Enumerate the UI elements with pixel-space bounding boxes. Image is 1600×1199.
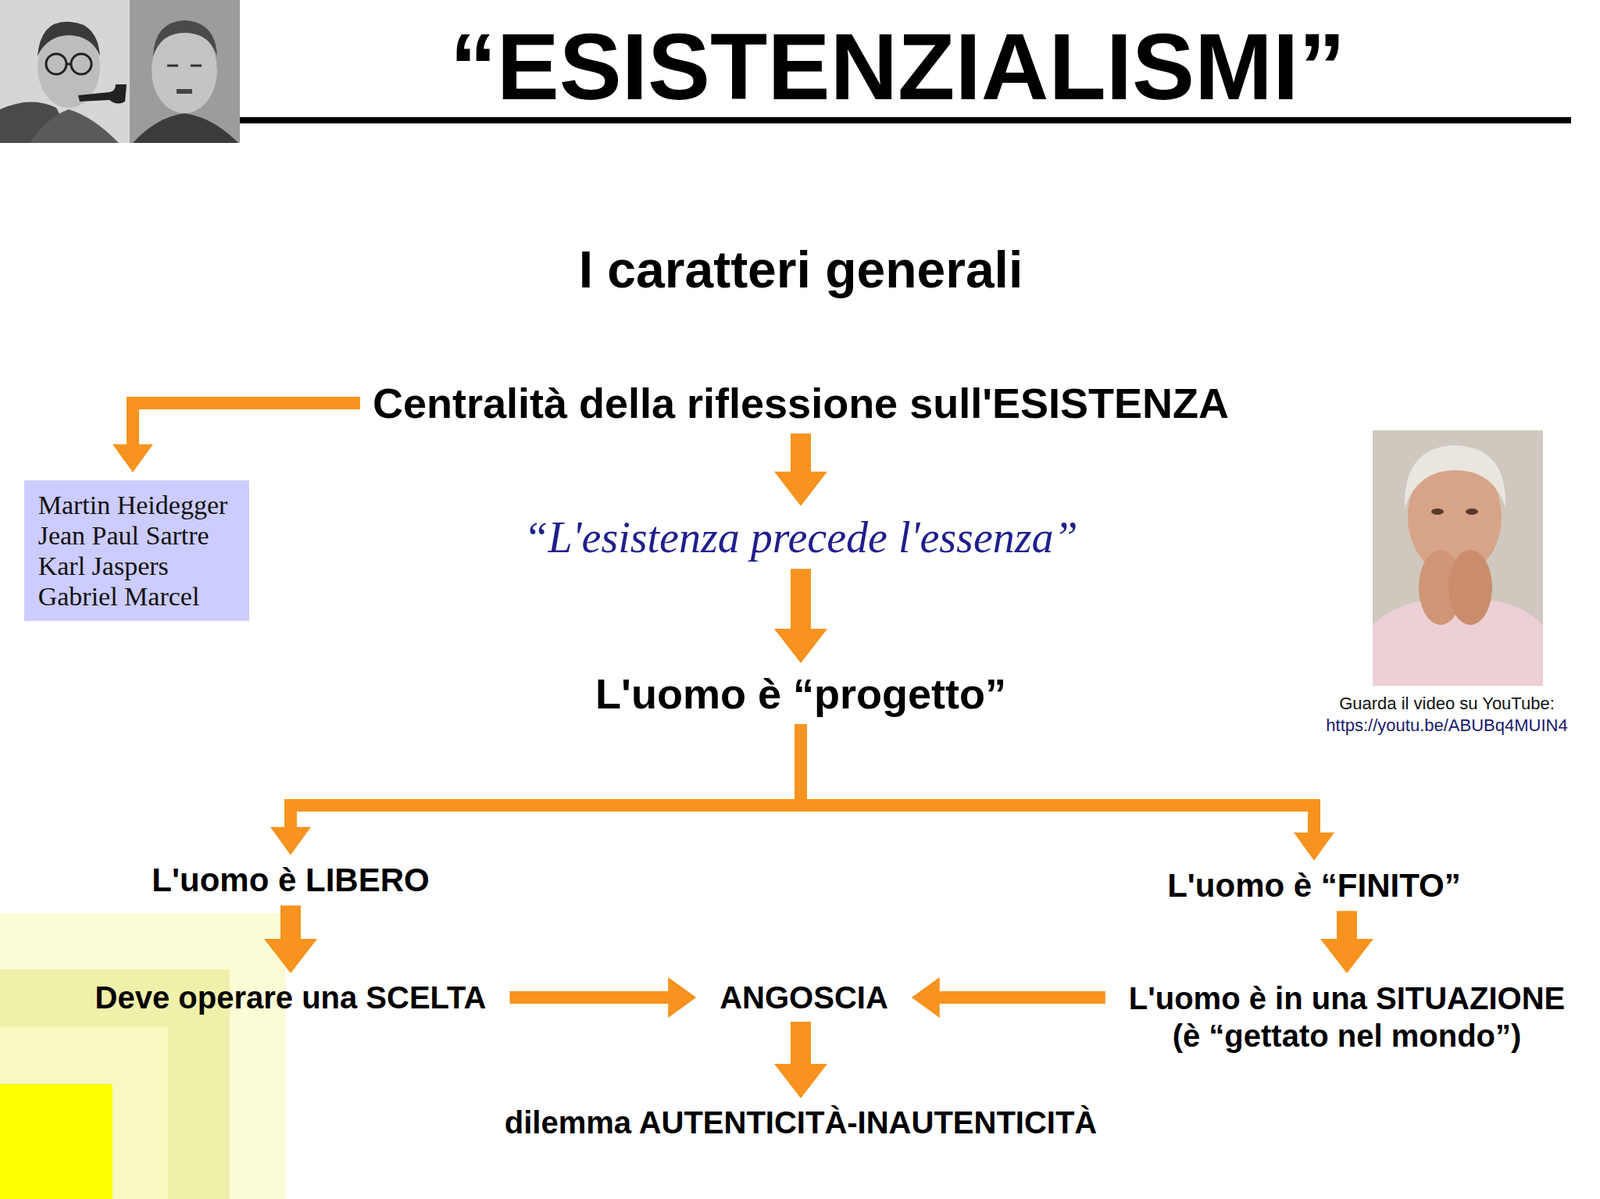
concept-text: Centralità della riflessione sull'ESISTE… [367, 377, 1234, 429]
arrow-head [112, 444, 154, 473]
flow-arrow [264, 905, 318, 974]
arrow-head [774, 628, 828, 664]
photo-eye [1431, 508, 1444, 515]
node-text: Martin Heidegger [38, 489, 229, 521]
node-text: L'uomo è LIBERO [151, 861, 429, 900]
photo-pipe [78, 84, 127, 104]
quote-text: “L'esistenza precede l'essenza” [518, 510, 1083, 565]
node-text: dilemma AUTENTICITÀ-INAUTENTICITÀ [504, 1104, 1098, 1141]
node-text: L'uomo è in una SITUAZIONE [1128, 979, 1565, 1018]
arrow-shaft [290, 724, 801, 829]
arrow-shaft [132, 403, 361, 447]
flow-arrow [1320, 910, 1374, 974]
photo-eye [1465, 508, 1479, 515]
photo-suit [132, 113, 239, 143]
arrow-shaft [1336, 910, 1358, 941]
label-holder: I caratteri generali [578, 240, 1024, 300]
node-text: Centralità della riflessione sull'ESISTE… [372, 378, 1229, 428]
photo-mustache [176, 89, 193, 94]
photo-hand [1448, 550, 1493, 625]
arrow-head [264, 939, 318, 974]
concept-text: L'uomo è in una SITUAZIONE(è “gettato ne… [1124, 978, 1570, 1057]
video-link: https://youtu.be/ABUBq4MUIN4 [1325, 715, 1568, 736]
arrow-head [1320, 939, 1374, 974]
flow-arrow [509, 977, 697, 1018]
arrow-shaft [280, 905, 301, 941]
concept-text: L'uomo è “progetto” [590, 667, 1011, 720]
photo-eye [190, 64, 202, 68]
label-holder: https://youtu.be/ABUBq4MUIN4 [1325, 715, 1568, 736]
photo-hair [153, 20, 218, 57]
node-text: Deve operare una SCELTA [95, 979, 487, 1016]
flow-arrow [774, 433, 828, 507]
corner-square [0, 1027, 168, 1199]
photo-hair [1404, 445, 1506, 508]
arrow-shaft [790, 568, 811, 631]
photo-background [129, 0, 240, 143]
photo-glasses [66, 63, 72, 66]
flow-arrow [112, 403, 361, 473]
arrow-shaft [938, 991, 1106, 1004]
corner-square [0, 1084, 113, 1199]
title-holder: “ESISTENZIALISMI” [450, 12, 1347, 121]
corner-square [0, 913, 286, 1199]
photo-background [0, 0, 130, 143]
node-text: “L'esistenza precede l'essenza” [523, 512, 1078, 563]
flow-arrow [270, 724, 801, 856]
photo-eye [167, 64, 179, 68]
page-title: “ESISTENZIALISMI” [450, 12, 1347, 121]
concept-text: L'uomo è LIBERO [146, 860, 434, 901]
photo-background [1372, 430, 1543, 686]
node-text: ANGOSCIA [719, 979, 889, 1016]
concept-text: ANGOSCIA [714, 978, 893, 1018]
arrow-head [774, 471, 828, 507]
photo-glasses [46, 53, 67, 75]
video-caption: Guarda il video su YouTube: [1339, 693, 1555, 714]
node-text: L'uomo è “progetto” [595, 669, 1007, 718]
arrow-shaft [790, 1021, 811, 1066]
arrow-head [270, 827, 311, 856]
flow-arrow [800, 724, 1335, 861]
photo-hair [37, 21, 100, 57]
arrow-head [774, 1064, 828, 1099]
node-text: L'uomo è “FINITO” [1167, 867, 1461, 905]
arrow-head [911, 977, 940, 1018]
flow-arrow [774, 568, 828, 664]
section-subtitle: I caratteri generali [578, 240, 1024, 300]
arrow-shaft [800, 724, 1315, 835]
node-text: Karl Jaspers [38, 550, 229, 582]
author-box: Martin HeideggerJean Paul SartreKarl Jas… [24, 480, 250, 622]
label-holder: Guarda il video su YouTube: [1339, 693, 1555, 714]
arrow-shaft [509, 991, 670, 1004]
arrow-head [1293, 832, 1335, 861]
arrow-head [667, 977, 697, 1018]
arrow-shaft [790, 433, 811, 474]
concept-text: dilemma AUTENTICITÀ-INAUTENTICITÀ [500, 1103, 1103, 1143]
flow-arrow [911, 977, 1106, 1018]
node-text: (è “gettato nel mondo”) [1128, 1017, 1565, 1055]
node-text: Jean Paul Sartre [38, 520, 229, 551]
node-text: Gabriel Marcel [38, 581, 229, 612]
photo-glasses [71, 53, 92, 75]
concept-text: L'uomo è “FINITO” [1162, 865, 1466, 907]
concept-text: Deve operare una SCELTA [90, 978, 492, 1018]
flow-arrow [774, 1021, 828, 1099]
photo-coat [29, 109, 119, 143]
